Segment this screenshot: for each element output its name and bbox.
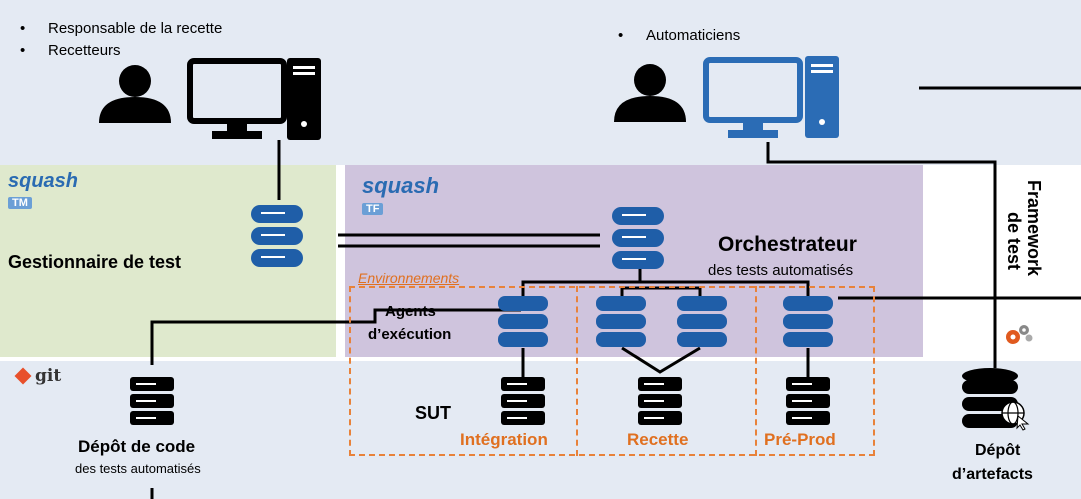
bullet-automaticiens: Automaticiens xyxy=(618,27,740,44)
orchestrateur-subtitle: des tests automatisés xyxy=(708,262,854,279)
server-icon-agent-preprod xyxy=(783,296,833,347)
sut-label: SUT xyxy=(415,403,451,423)
bullet-recetteurs: Recetteurs xyxy=(20,42,120,59)
depot-artefacts-line2: d’artefacts xyxy=(952,466,1033,483)
monitor-icon-left xyxy=(187,58,287,139)
orchestrateur-title: Orchestrateur xyxy=(718,233,857,256)
depot-code-subtitle: des tests automatisés xyxy=(75,461,201,476)
git-logo: git xyxy=(14,366,61,386)
server-icon-sut-integration xyxy=(501,377,545,425)
agents-label-line1: Agents xyxy=(385,303,436,320)
squash-tf-tag: TF xyxy=(362,203,384,215)
monitor-icon-right xyxy=(703,57,803,138)
framework-label-line2: de test xyxy=(1004,212,1024,271)
depot-artefacts-line1: Dépôt xyxy=(975,442,1021,459)
user-icon-left xyxy=(99,65,171,123)
environments-box xyxy=(349,286,875,456)
env-divider-2 xyxy=(755,286,757,456)
squash-tf-word: squash xyxy=(362,173,440,198)
env-recette-label: Recette xyxy=(627,430,689,449)
git-word: git xyxy=(35,366,62,386)
env-divider-1 xyxy=(576,286,578,456)
squash-tf-logo: squash TF xyxy=(362,173,439,217)
squash-tm-tag: TM xyxy=(8,197,32,209)
globe-cursor-icon xyxy=(1001,401,1030,431)
server-icon-sut-preprod xyxy=(786,377,830,425)
squash-tm-logo: squash TM xyxy=(8,170,78,211)
depot-code-title: Dépôt de code xyxy=(78,437,196,456)
user-icon-right xyxy=(614,64,686,122)
server-icon-git-repo xyxy=(130,377,174,425)
server-icon-agent-recette-1 xyxy=(596,296,646,347)
env-preprod-label: Pré-Prod xyxy=(764,430,836,449)
server-icon-agent-integration xyxy=(498,296,548,347)
bullet-responsable: Responsable de la recette xyxy=(20,20,222,37)
environnements-label: Environnements xyxy=(358,270,460,286)
server-icon-orchestrator xyxy=(612,207,664,269)
framework-label-line1: Framework xyxy=(1024,180,1044,277)
gestionnaire-label: Gestionnaire de test xyxy=(8,252,182,272)
gears-icon xyxy=(1006,325,1033,344)
squash-tm-word: squash xyxy=(8,170,79,192)
tower-icon-left xyxy=(287,58,321,140)
tower-icon-right xyxy=(805,56,839,138)
git-icon xyxy=(14,367,32,385)
agents-label-line2: d’exécution xyxy=(368,326,452,343)
server-icon-agent-recette-2 xyxy=(677,296,727,347)
env-integration-label: Intégration xyxy=(460,430,548,449)
server-icon-tm xyxy=(251,205,303,267)
server-icon-sut-recette xyxy=(638,377,682,425)
